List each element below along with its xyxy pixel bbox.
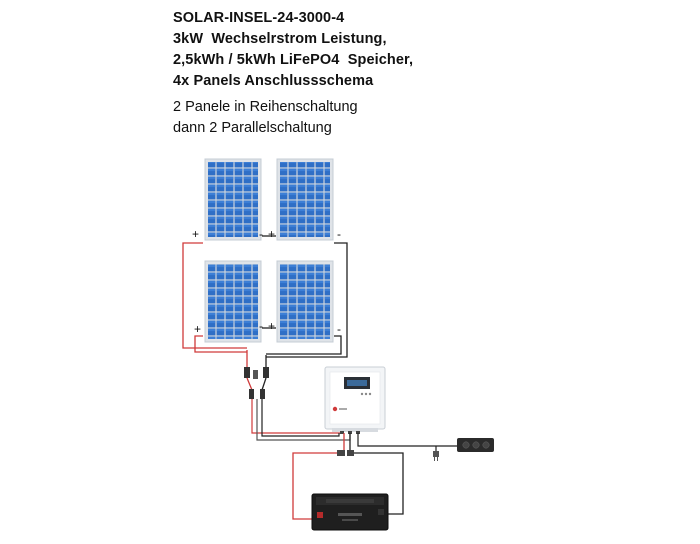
polarity-minus-bottom-right: - [337,322,341,336]
polarity-minus-top-right: - [337,227,341,241]
battery-positive-terminal [317,512,323,518]
battery-negative-terminal [378,509,384,515]
title-line-3: 2,5kWh / 5kWh LiFePO4 Speicher, [173,52,414,68]
title-line-2: 3kW Wechselrstrom Leistung, [173,31,387,47]
title-line-1: SOLAR-INSEL-24-3000-4 [173,10,345,26]
battery-cables [292,433,404,520]
description-line-1: 2 Panele in Reihenschaltung [173,99,358,115]
diagram-title: SOLAR-INSEL-24-3000-4 3kW Wechselrstrom … [173,8,413,92]
mc4-combiner [244,350,269,399]
plug-icon [433,451,439,461]
inverter [324,366,386,434]
solar-panel-bottom-left [204,260,262,343]
wiring-description: 2 Panele in Reihenschaltung dann 2 Paral… [173,97,358,139]
polarity-minus-top-left: - [259,227,263,241]
ac-output-cable [357,433,458,452]
socket-strip [457,438,494,452]
title-line-4: 4x Panels Anschlussschema [173,73,374,89]
solar-panel-top-left [204,158,262,241]
polarity-plus-bottom-left: + [194,322,201,336]
polarity-plus-top-right: + [268,227,275,241]
lifepo4-battery [311,493,389,531]
solar-panel-top-right [276,158,334,241]
panel-wiring [182,235,348,358]
description-line-2: dann 2 Parallelschaltung [173,120,332,136]
solar-panel-bottom-right [276,260,334,343]
polarity-minus-bottom-left: - [259,319,263,333]
polarity-plus-top-left: + [192,227,199,241]
polarity-plus-bottom-right: + [268,319,275,333]
brand-logo-icon [332,406,338,412]
